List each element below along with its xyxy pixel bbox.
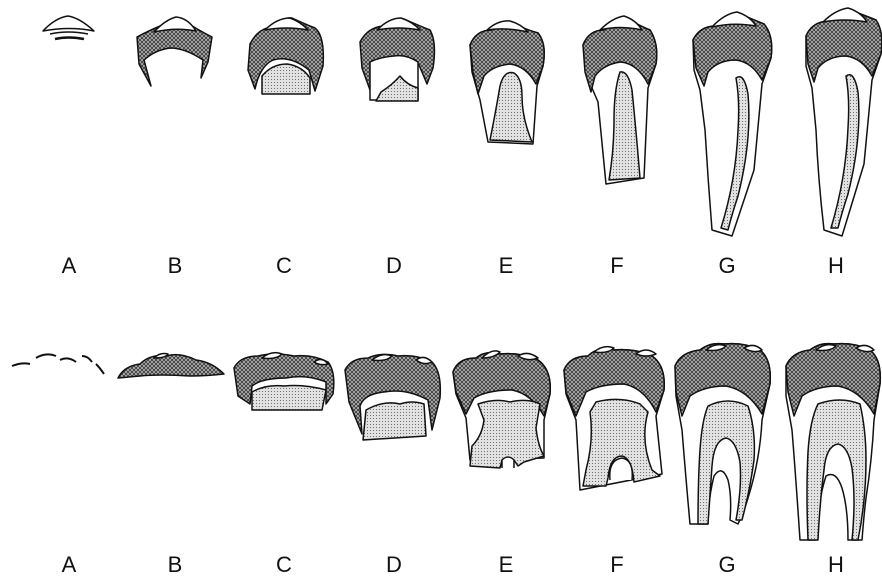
row-1-teeth	[43, 8, 882, 236]
stage-label-row1-h: H	[816, 255, 856, 277]
tooth-stage-1f	[583, 16, 657, 184]
stage-label-row1-a: A	[49, 255, 89, 277]
stage-label-row2-f: F	[597, 554, 637, 576]
stage-label-row1-g: G	[707, 255, 747, 277]
tooth-stage-2b	[118, 354, 224, 379]
stage-label-row2-c: C	[264, 554, 304, 576]
stage-label-row1-c: C	[264, 255, 304, 277]
row-2-teeth	[12, 344, 880, 540]
stage-label-row2-b: B	[155, 554, 195, 576]
tooth-stage-1d	[360, 18, 434, 101]
tooth-stage-2f	[564, 347, 664, 490]
stage-label-row2-d: D	[374, 554, 414, 576]
stage-label-row1-d: D	[374, 255, 414, 277]
stage-label-row1-e: E	[486, 255, 526, 277]
stage-label-row2-e: E	[486, 554, 526, 576]
tooth-stage-2a	[12, 354, 104, 374]
tooth-stage-1g	[693, 12, 772, 236]
tooth-stage-1c	[248, 18, 323, 94]
tooth-stage-1h	[806, 8, 882, 236]
tooth-stage-2e	[453, 351, 550, 468]
stage-label-row1-f: F	[597, 255, 637, 277]
tooth-stage-2d	[345, 354, 440, 440]
tooth-stage-1e	[470, 21, 544, 144]
tooth-stage-1b	[137, 17, 212, 86]
stage-label-row2-h: H	[816, 554, 856, 576]
stage-label-row2-a: A	[49, 554, 89, 576]
stage-label-row2-g: G	[707, 554, 747, 576]
tooth-stage-1a	[43, 16, 94, 39]
tooth-stage-2h	[786, 344, 880, 540]
tooth-stage-2c	[234, 353, 334, 410]
tooth-stage-2g	[675, 344, 770, 524]
stage-label-row1-b: B	[155, 255, 195, 277]
